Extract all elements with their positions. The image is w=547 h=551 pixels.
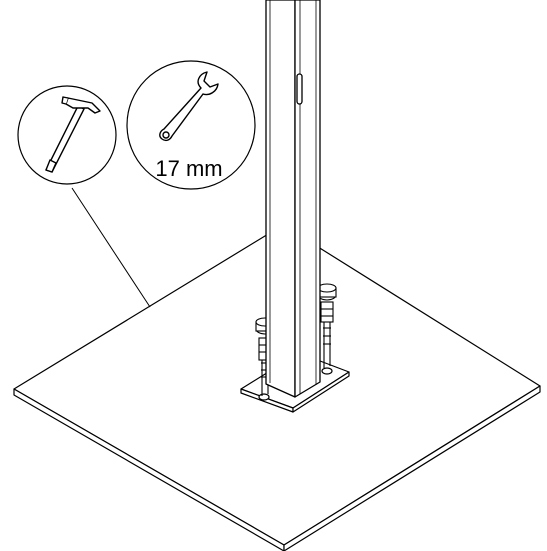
callout-leader-line [71,187,151,308]
vertical-post [265,0,321,398]
wrench-callout: 17 mm [126,60,256,190]
anchor-bolt-right [317,283,337,368]
hammer-callout [17,85,117,185]
anchor-hole [258,393,270,401]
wrench-size-label: 17 mm [155,156,222,181]
hammer-icon [45,96,101,173]
post-slot [296,73,303,105]
wrench-icon [159,71,219,142]
anchor-hole [321,367,333,375]
